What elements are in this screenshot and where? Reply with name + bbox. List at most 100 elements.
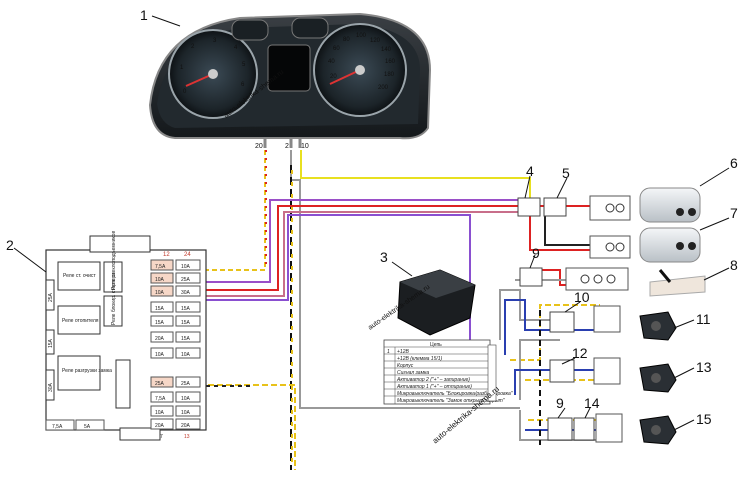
- lock-actuator-15: [639, 415, 677, 445]
- callout-5: 5: [562, 165, 570, 181]
- tacho-tick: 3: [213, 38, 217, 44]
- fuse: 15А: [155, 306, 165, 312]
- speedo-tick: 140: [381, 47, 392, 53]
- fuse-label: 15А: [48, 338, 54, 348]
- fuse: 10А: [181, 396, 191, 402]
- fuse-label: 25А: [48, 292, 54, 302]
- lock-actuator-13: [639, 363, 677, 393]
- fuse: 25А: [155, 381, 165, 387]
- fuse: 20А: [155, 336, 165, 342]
- interior-lamp-6: [639, 187, 701, 223]
- fuse-column-2: 10А 25А 30А 15А 15А 15А 10А 25А 10А 10А …: [175, 259, 201, 430]
- callout-9-lower: 9: [556, 395, 564, 411]
- relay-label: Реле разгрузки замка: [62, 368, 112, 374]
- center-display: [267, 44, 311, 92]
- fuse: 10А: [155, 277, 165, 283]
- table-row: Активатор 1 ("+" – отпирание): [396, 384, 472, 390]
- fuse-column-1: 7,5А 10А 10А 15А 15А 20А 10А 25А 7,5А 10…: [150, 259, 174, 430]
- relay-label: Реле блокир. стартера: [111, 272, 117, 325]
- speedo-tick: 200: [378, 85, 389, 91]
- callout-15: 15: [696, 411, 712, 427]
- fuse: 15А: [181, 320, 191, 326]
- fuse-box: 12 24 Реле ст. очист Реле отопителя Реле…: [45, 231, 207, 441]
- tacho-tick: 0: [183, 89, 187, 95]
- connector-blocks: [517, 195, 631, 443]
- callout-12: 12: [572, 345, 588, 361]
- speedo-tick: 40: [328, 59, 335, 65]
- fuse: 10А: [181, 352, 191, 358]
- callout-13: 13: [696, 359, 712, 375]
- callout-14: 14: [584, 395, 600, 411]
- speedo-tick: 20: [330, 74, 337, 80]
- table-row: Корпус: [397, 363, 414, 369]
- fuse: 15А: [181, 336, 191, 342]
- callout-10: 10: [574, 289, 590, 305]
- pin-label: 2: [285, 143, 289, 150]
- fuse: 15А: [181, 306, 191, 312]
- relay-label: Реле стеклоподъемников: [111, 231, 117, 290]
- relay-label: Реле ст. очист: [63, 273, 96, 279]
- callout-11: 11: [696, 311, 711, 327]
- module-pin-table: Цепь 1 +12В +12В (клемма 15/1) Корпус Си…: [383, 339, 513, 405]
- tacho-tick: 6: [241, 82, 245, 88]
- fuse-col-footer: 7: [160, 434, 163, 440]
- fuse-col-footer: 13: [184, 434, 190, 440]
- instrument-cluster: 0 1 2 3 4 5 6 20 40 60 80 100 120 140 16…: [148, 12, 432, 150]
- speedo-tick: 160: [385, 59, 396, 65]
- interior-lamp-7: [639, 227, 701, 263]
- callout-3: 3: [380, 249, 388, 265]
- table-pin: 1: [387, 349, 390, 355]
- wire-harness: [190, 150, 600, 470]
- pin-label: 20: [255, 143, 263, 150]
- callout-2: 2: [6, 237, 14, 253]
- control-module: auto-elektrika-shema.ru: [367, 269, 476, 336]
- fuse-col-header: 12: [163, 252, 170, 258]
- callout-1: 1: [140, 7, 148, 23]
- fuse: 15А: [155, 320, 165, 326]
- speedo-tick: 60: [333, 46, 340, 52]
- tacho-tick: 2: [191, 44, 195, 50]
- callout-lines: [13, 15, 730, 431]
- table-row: Микровыключатель "Замок открыт/закрыт": [397, 398, 505, 404]
- fuse-col-header: 24: [184, 252, 191, 258]
- relay-label: Реле отопителя: [62, 318, 99, 324]
- lock-actuator-11: [639, 311, 677, 341]
- callout-4: 4: [526, 163, 534, 179]
- tacho-tick: 5: [242, 62, 246, 68]
- fuse: 30А: [181, 290, 191, 296]
- speedo-tick: 100: [356, 33, 367, 39]
- fuse: 20А: [155, 423, 165, 429]
- fuse: 7,5А: [155, 396, 166, 402]
- callout-8: 8: [730, 257, 738, 273]
- callout-7: 7: [730, 205, 738, 221]
- fuse: 25А: [181, 277, 191, 283]
- callouts: 1 2 3 4 5 6 7 8 9 9 10 11 12 13 14 15: [6, 7, 738, 427]
- fuse: 10А: [181, 410, 191, 416]
- speedo-tick: 120: [370, 38, 381, 44]
- pin-label: 10: [301, 143, 309, 150]
- fuse: 20А: [181, 423, 191, 429]
- fuse-label: 30А: [48, 382, 54, 392]
- callout-9: 9: [532, 245, 540, 261]
- fuse: 10А: [181, 264, 191, 270]
- speedo-tick: 180: [384, 72, 395, 78]
- fuse: 25А: [181, 381, 191, 387]
- fuse: 10А: [155, 410, 165, 416]
- fuse: 7,5А: [52, 424, 63, 430]
- tacho-tick: 4: [234, 45, 238, 51]
- table-title: Цепь: [430, 342, 442, 348]
- fuse: 10А: [155, 352, 165, 358]
- fuse: 7,5А: [155, 264, 166, 270]
- table-row: Активатор 2 ("+" – запирание): [396, 377, 470, 383]
- table-row: +12В: [397, 349, 409, 355]
- fuse: 10А: [155, 290, 165, 296]
- table-row: Сигнал замка: [397, 370, 429, 376]
- fuse: 5А: [84, 424, 91, 430]
- table-row: +12В (клемма 15/1): [397, 356, 443, 362]
- switch-8: [649, 269, 706, 297]
- table-row: Микровыключатель "Блокировка/разблокиров…: [397, 391, 513, 397]
- speedo-tick: 80: [343, 37, 350, 43]
- callout-6: 6: [730, 155, 738, 171]
- tacho-tick: 1: [180, 65, 184, 71]
